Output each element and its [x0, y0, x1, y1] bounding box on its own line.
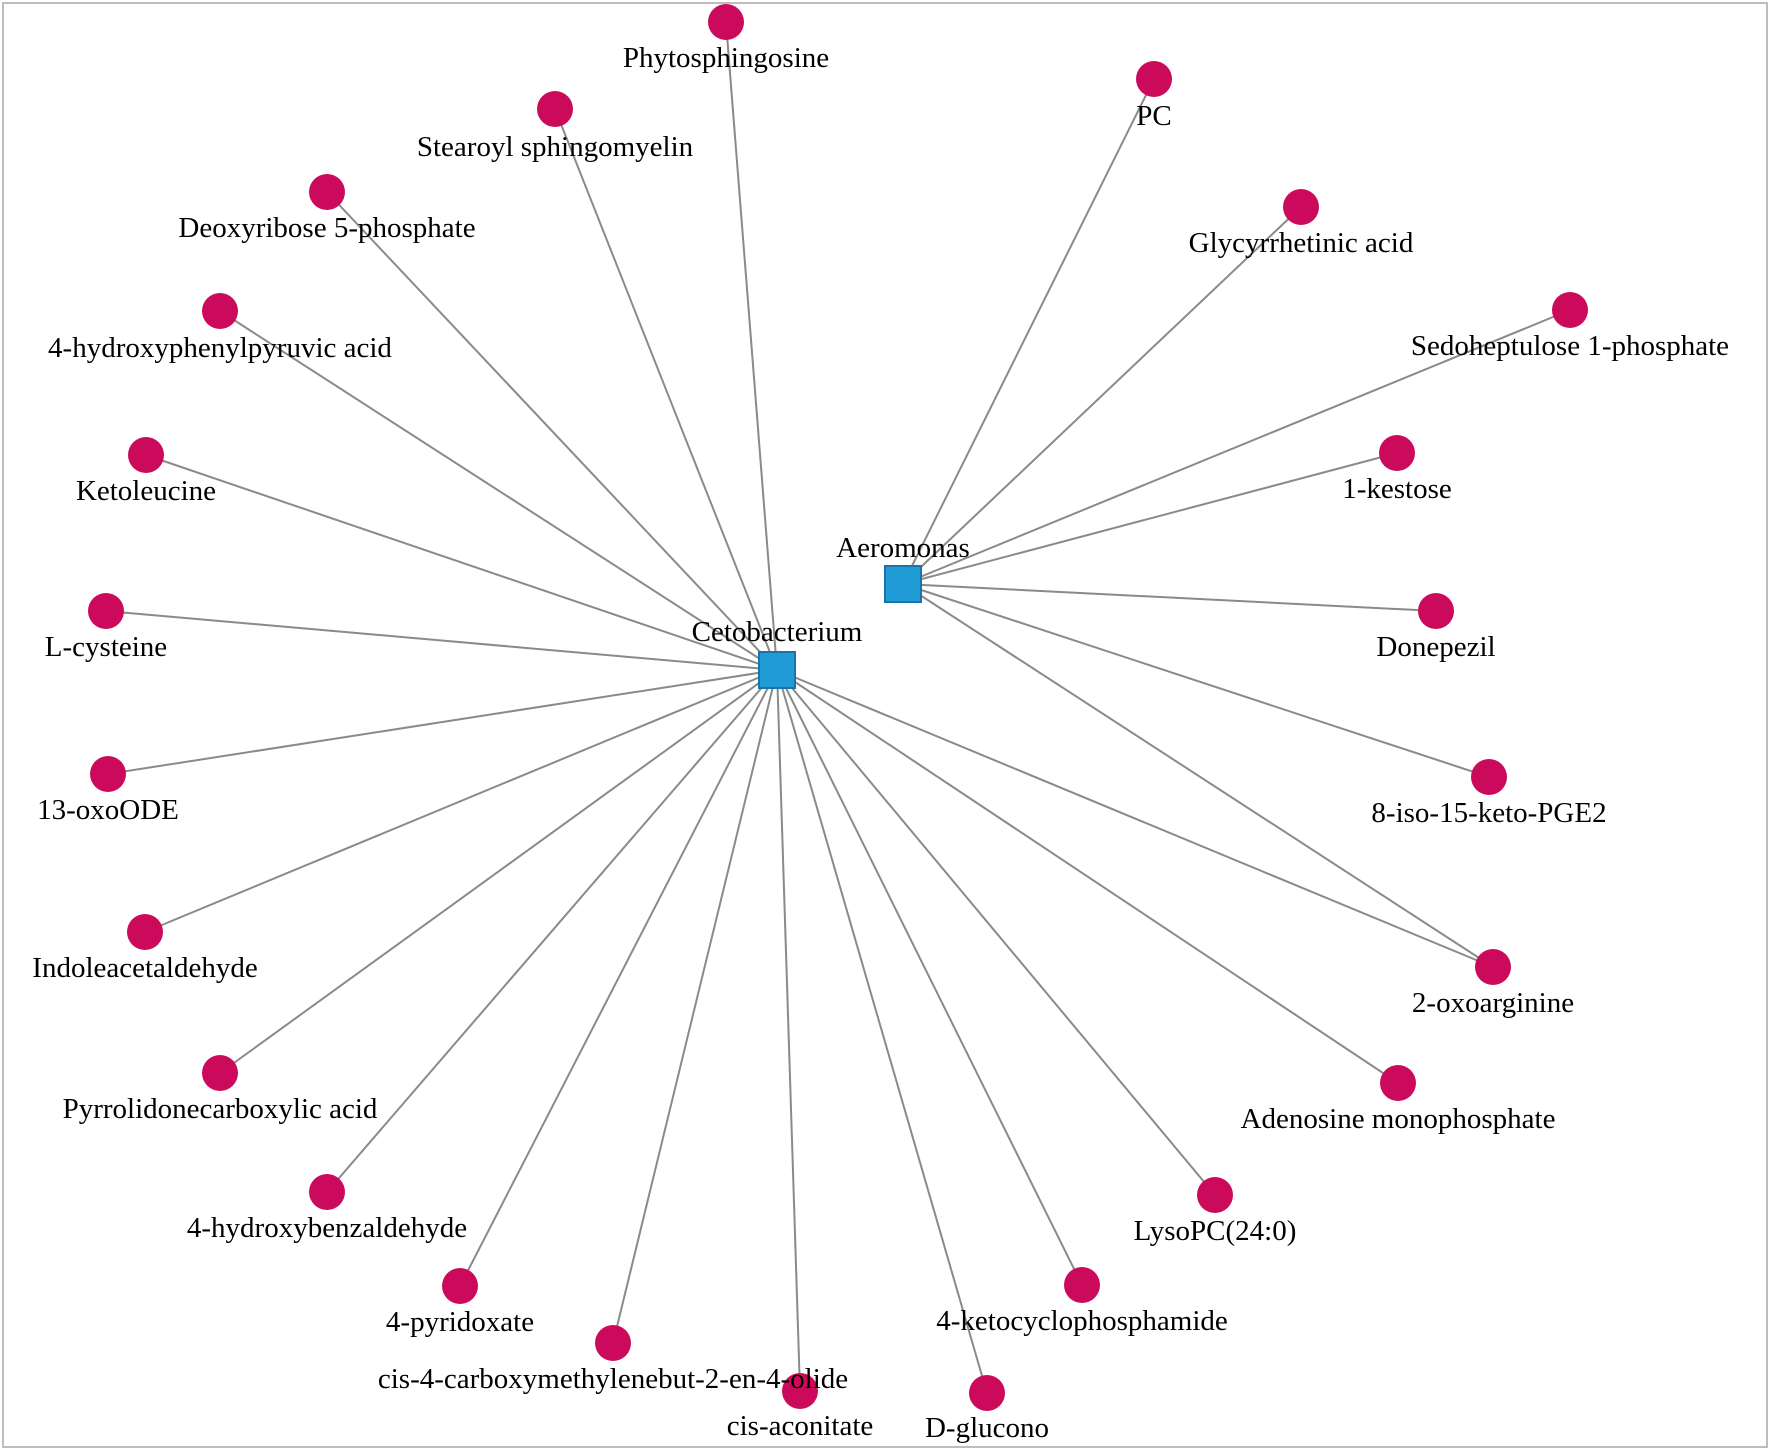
metabolite-label-pyrrolidonecarboxylic-acid: Pyrrolidonecarboxylic acid — [63, 1093, 378, 1125]
metabolite-node-l-cysteine[interactable] — [88, 593, 124, 629]
edge-aeromonas-2-oxoarginine — [902, 583, 1494, 968]
metabolite-node-4-hydroxybenzaldehyde[interactable] — [309, 1174, 345, 1210]
metabolite-label-4-hydroxyphenylpyruvic-acid: 4-hydroxyphenylpyruvic acid — [48, 332, 392, 364]
nodes-layer — [88, 4, 1588, 1411]
metabolite-node-sedoheptulose-1-phosphate[interactable] — [1552, 292, 1588, 328]
edge-cetobacterium-lysopc-24-0 — [776, 669, 1216, 1196]
metabolite-node-cis-4-carboxymethylenebut-2-en-4-olide[interactable] — [595, 1325, 631, 1361]
metabolite-label-cis-aconitate: cis-aconitate — [727, 1410, 874, 1442]
edge-cetobacterium-indoleacetaldehyde — [144, 669, 778, 933]
metabolite-node-pc[interactable] — [1136, 61, 1172, 97]
edge-cetobacterium-cis-4-carboxymethylenebut-2-en-4-olide — [612, 669, 778, 1344]
edge-cetobacterium-13-oxoode — [107, 669, 778, 775]
edge-cetobacterium-l-cysteine — [105, 610, 778, 671]
metabolite-label-phytosphingosine: Phytosphingosine — [623, 42, 829, 74]
hub-label-cetobacterium: Cetobacterium — [692, 616, 863, 648]
edge-cetobacterium-4-pyridoxate — [459, 669, 778, 1287]
metabolite-node-lysopc-24-0[interactable] — [1197, 1177, 1233, 1213]
metabolite-label-lysopc-24-0: LysoPC(24:0) — [1134, 1215, 1297, 1247]
metabolite-node-8-iso-15-keto-pge2[interactable] — [1471, 759, 1507, 795]
metabolite-label-8-iso-15-keto-pge2: 8-iso-15-keto-PGE2 — [1371, 797, 1606, 829]
edge-cetobacterium-ketoleucine — [145, 454, 778, 671]
metabolite-label-13-oxoode: 13-oxoODE — [37, 794, 179, 826]
edge-aeromonas-sedoheptulose-1-phosphate — [902, 309, 1571, 585]
metabolite-label-1-kestose: 1-kestose — [1342, 473, 1452, 505]
metabolite-label-l-cysteine: L-cysteine — [45, 631, 167, 663]
metabolite-node-ketoleucine[interactable] — [128, 437, 164, 473]
edge-aeromonas-glycyrrhetinic-acid — [902, 206, 1302, 585]
edge-cetobacterium-adenosine-monophosphate — [776, 669, 1399, 1084]
metabolite-label-4-hydroxybenzaldehyde: 4-hydroxybenzaldehyde — [187, 1212, 467, 1244]
hub-node-aeromonas[interactable] — [884, 565, 922, 603]
edge-cetobacterium-4-hydroxybenzaldehyde — [326, 669, 778, 1193]
metabolite-label-adenosine-monophosphate: Adenosine monophosphate — [1241, 1103, 1556, 1135]
metabolite-node-phytosphingosine[interactable] — [708, 4, 744, 40]
edge-cetobacterium-phytosphingosine — [725, 21, 778, 671]
edge-cetobacterium-deoxyribose-5-phosphate — [326, 191, 778, 671]
metabolite-label-4-ketocyclophosphamide: 4-ketocyclophosphamide — [936, 1305, 1228, 1337]
edge-aeromonas-8-iso-15-keto-pge2 — [902, 583, 1490, 778]
metabolite-label-sedoheptulose-1-phosphate: Sedoheptulose 1-phosphate — [1411, 330, 1729, 362]
metabolite-node-4-hydroxyphenylpyruvic-acid[interactable] — [202, 293, 238, 329]
metabolite-node-pyrrolidonecarboxylic-acid[interactable] — [202, 1055, 238, 1091]
edge-cetobacterium-pyrrolidonecarboxylic-acid — [219, 669, 778, 1074]
edge-aeromonas-1-kestose — [902, 452, 1398, 585]
metabolite-label-cis-4-carboxymethylenebut-2-en-4-olide: cis-4-carboxymethylenebut-2-en-4-olide — [378, 1363, 848, 1395]
metabolite-node-4-ketocyclophosphamide[interactable] — [1064, 1267, 1100, 1303]
edge-cetobacterium-2-oxoarginine — [776, 669, 1494, 968]
edge-cetobacterium-cis-aconitate — [776, 669, 801, 1392]
metabolite-node-glycyrrhetinic-acid[interactable] — [1283, 189, 1319, 225]
metabolite-node-4-pyridoxate[interactable] — [442, 1268, 478, 1304]
metabolite-node-deoxyribose-5-phosphate[interactable] — [309, 174, 345, 210]
metabolite-node-2-oxoarginine[interactable] — [1475, 949, 1511, 985]
metabolite-label-deoxyribose-5-phosphate: Deoxyribose 5-phosphate — [178, 212, 475, 244]
metabolite-node-adenosine-monophosphate[interactable] — [1380, 1065, 1416, 1101]
metabolite-label-2-oxoarginine: 2-oxoarginine — [1412, 987, 1574, 1019]
edge-aeromonas-pc — [902, 78, 1155, 585]
hub-node-cetobacterium[interactable] — [758, 651, 796, 689]
edge-cetobacterium-4-ketocyclophosphamide — [776, 669, 1083, 1286]
metabolite-node-d-glucono[interactable] — [969, 1375, 1005, 1411]
metabolite-label-4-pyridoxate: 4-pyridoxate — [386, 1306, 534, 1338]
metabolite-label-ketoleucine: Ketoleucine — [76, 475, 216, 507]
edges-layer — [105, 21, 1571, 1394]
metabolite-label-indoleacetaldehyde: Indoleacetaldehyde — [32, 952, 257, 984]
metabolite-node-1-kestose[interactable] — [1379, 435, 1415, 471]
edge-cetobacterium-d-glucono — [776, 669, 988, 1394]
metabolite-label-stearoyl-sphingomyelin: Stearoyl sphingomyelin — [417, 131, 694, 163]
edge-cetobacterium-4-hydroxyphenylpyruvic-acid — [219, 310, 778, 671]
metabolite-label-d-glucono: D-glucono — [925, 1412, 1049, 1444]
metabolite-node-cis-aconitate[interactable] — [782, 1373, 818, 1409]
metabolite-node-indoleacetaldehyde[interactable] — [127, 914, 163, 950]
metabolite-label-glycyrrhetinic-acid: Glycyrrhetinic acid — [1189, 227, 1414, 259]
metabolite-label-pc: PC — [1136, 100, 1171, 132]
metabolite-node-13-oxoode[interactable] — [90, 756, 126, 792]
metabolite-node-donepezil[interactable] — [1418, 593, 1454, 629]
metabolite-label-donepezil: Donepezil — [1376, 631, 1495, 663]
hub-label-aeromonas: Aeromonas — [836, 532, 970, 564]
edge-aeromonas-donepezil — [902, 583, 1437, 612]
metabolite-node-stearoyl-sphingomyelin[interactable] — [537, 91, 573, 127]
edge-cetobacterium-stearoyl-sphingomyelin — [554, 108, 778, 671]
